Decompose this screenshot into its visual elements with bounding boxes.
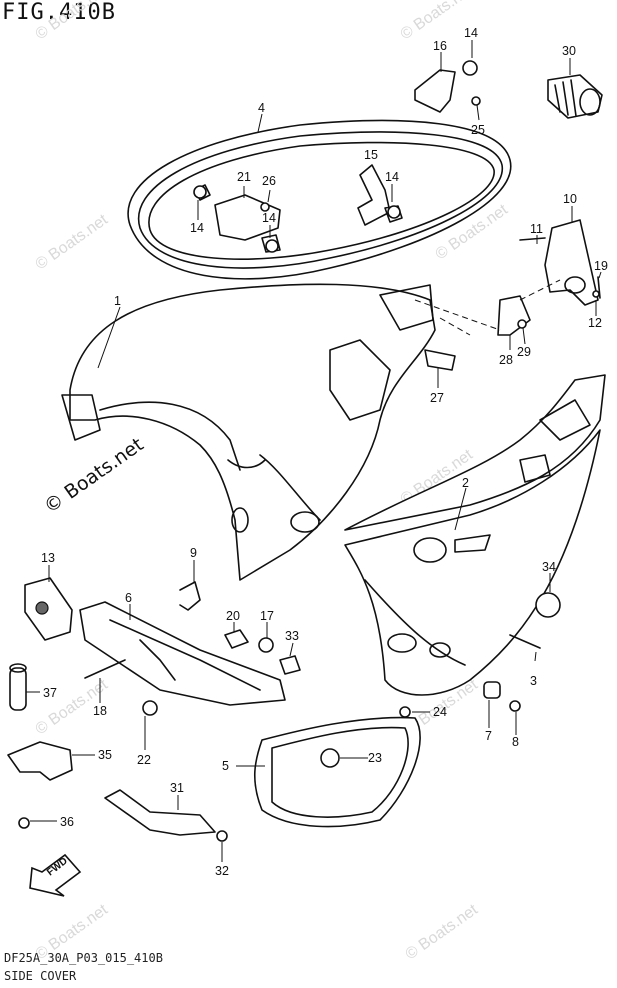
diagram-code: DF25A_30A_P03_015_410B xyxy=(4,951,163,965)
callout-36: 36 xyxy=(60,815,74,829)
part-31-bracket[interactable] xyxy=(104,789,216,836)
diagram-name: SIDE COVER xyxy=(4,969,77,983)
callout-7: 7 xyxy=(485,729,492,743)
assembly-dash-line xyxy=(414,279,561,336)
part-20-pad xyxy=(224,629,249,649)
callout-30: 30 xyxy=(562,44,576,58)
callout-4: 4 xyxy=(258,101,265,115)
part-13-pad[interactable] xyxy=(24,577,73,641)
part-9-clip xyxy=(179,581,201,611)
callout-10: 10 xyxy=(563,192,577,206)
callout-16: 16 xyxy=(433,39,447,53)
callout-12: 12 xyxy=(588,316,602,330)
hardware-group[interactable] xyxy=(18,96,601,842)
callout-28: 28 xyxy=(499,353,513,367)
callout-26: 26 xyxy=(262,174,276,188)
part-33-grommet xyxy=(279,655,301,675)
bracket-16[interactable] xyxy=(414,60,478,113)
callout-34: 34 xyxy=(542,560,556,574)
callout-24: 24 xyxy=(433,705,447,719)
callout-35: 35 xyxy=(98,748,112,762)
callout-14: 14 xyxy=(385,170,399,184)
callout-31: 31 xyxy=(170,781,184,795)
watermark: © Boats.net xyxy=(403,901,482,963)
callout-14: 14 xyxy=(464,26,478,40)
part-11-pin xyxy=(519,237,546,241)
callout-27: 27 xyxy=(430,391,444,405)
watermark: © Boats.net xyxy=(33,211,112,273)
part-27-pad[interactable] xyxy=(424,349,456,371)
part-19-pin xyxy=(597,276,601,299)
part-24-clip xyxy=(399,706,411,718)
callout-29: 29 xyxy=(517,345,531,359)
part-2-right-side-cover[interactable] xyxy=(344,374,606,696)
callout-21: 21 xyxy=(237,170,251,184)
part-4-seal[interactable] xyxy=(127,119,512,280)
watermark: © Boats.net xyxy=(433,201,512,263)
part-17-collar xyxy=(258,637,274,653)
callout-11: 11 xyxy=(530,222,543,236)
part-35-plate[interactable] xyxy=(7,741,73,781)
callout-3: 3 xyxy=(530,674,537,688)
part-26-bolt xyxy=(260,202,270,212)
part-5-lower-plate[interactable] xyxy=(253,716,421,828)
callout-13: 13 xyxy=(41,551,55,565)
part-14-grommet xyxy=(193,185,207,199)
part-29-bolt xyxy=(517,319,527,329)
part-14-grommet xyxy=(265,239,279,253)
watermark: © Boats.net xyxy=(33,0,112,43)
callout-17: 17 xyxy=(260,609,274,623)
part-10-latch-bracket[interactable] xyxy=(544,219,599,306)
part-14-grommet xyxy=(387,205,401,219)
callout-labels: 1 2 3 4 5 6 7 8 9 10 11 12 13 14 14 14 1… xyxy=(41,26,608,878)
part-37-collar[interactable] xyxy=(9,663,27,711)
callout-2: 2 xyxy=(462,476,469,490)
part-12-washer xyxy=(592,290,600,298)
callout-18: 18 xyxy=(93,704,107,718)
part-36-bolt xyxy=(18,817,30,829)
part-1-left-side-cover[interactable] xyxy=(61,283,436,581)
fwd-arrow-icon: FWD xyxy=(29,853,82,897)
part-30-grommet[interactable] xyxy=(547,74,603,119)
callout-33: 33 xyxy=(285,629,299,643)
part-6-lower-bracket[interactable] xyxy=(79,601,286,706)
callout-32: 32 xyxy=(215,864,229,878)
part-22-nut xyxy=(142,700,158,716)
part-32-bolt xyxy=(216,830,228,842)
callout-9: 9 xyxy=(190,546,197,560)
callout-1: 1 xyxy=(114,294,121,308)
callout-37: 37 xyxy=(43,686,57,700)
callout-15: 15 xyxy=(364,148,378,162)
callout-25: 25 xyxy=(471,123,485,137)
part-3-bolt xyxy=(509,634,541,649)
callout-5: 5 xyxy=(222,759,229,773)
part-7-collar xyxy=(483,681,501,699)
part-25-bolt xyxy=(471,96,481,106)
part-28-clamp[interactable] xyxy=(497,295,531,336)
callout-22: 22 xyxy=(137,753,151,767)
callout-23: 23 xyxy=(368,751,382,765)
figure-title: FIG.410B xyxy=(2,0,116,25)
part-8-bolt xyxy=(509,700,521,712)
part-18-screw xyxy=(84,659,126,679)
callout-20: 20 xyxy=(226,609,240,623)
callout-19: 19 xyxy=(594,259,608,273)
part-34-plug xyxy=(535,592,561,618)
callout-14: 14 xyxy=(262,211,276,225)
callout-8: 8 xyxy=(512,735,519,749)
callout-6: 6 xyxy=(125,591,132,605)
leader-lines xyxy=(26,40,602,862)
callout-14: 14 xyxy=(190,221,204,235)
